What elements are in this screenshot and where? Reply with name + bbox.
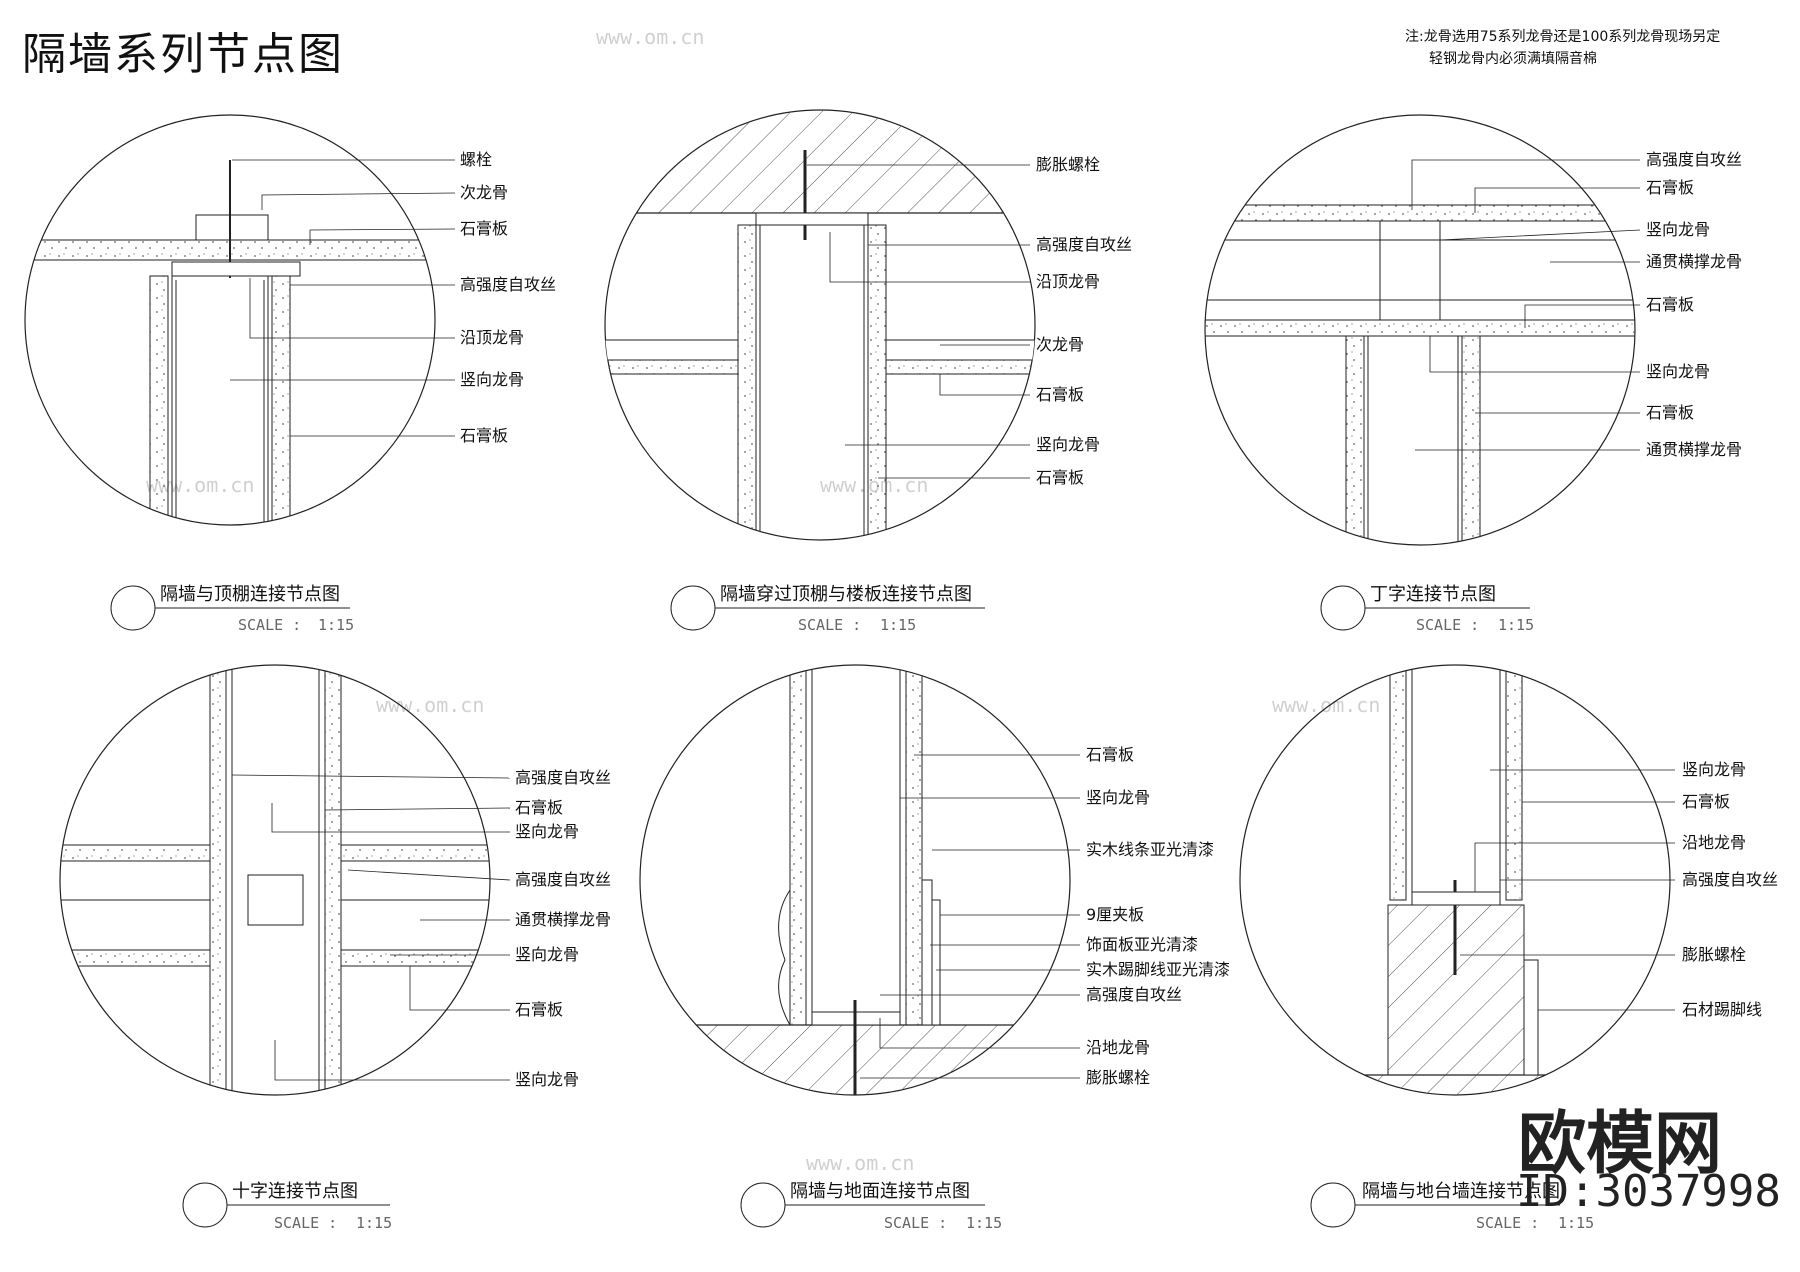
scale-value: 1:15: [966, 1214, 1002, 1232]
scale-label: SCALE :: [884, 1214, 947, 1232]
scale-value: 1:15: [880, 616, 916, 634]
callout-label: 实木线条亚光清漆: [1086, 840, 1214, 859]
callout-label: 沿地龙骨: [1086, 1038, 1150, 1057]
callout-label: 石膏板: [1646, 178, 1694, 197]
callout-label: 高强度自攻丝: [1036, 235, 1132, 254]
brand-id: ID:3037998: [1516, 1166, 1781, 1217]
callout-label: 石膏板: [515, 798, 563, 817]
scale-label: SCALE :: [238, 616, 301, 634]
callout-label: 沿顶龙骨: [460, 328, 524, 347]
callout-label: 高强度自攻丝: [515, 768, 611, 787]
callout-label: 竖向龙骨: [515, 822, 579, 841]
detail-caption: 隔墙穿过顶棚与楼板连接节点图: [720, 584, 972, 605]
detail-caption: 隔墙与地台墙连接节点图: [1362, 1181, 1560, 1202]
scale-value: 1:15: [356, 1214, 392, 1232]
callout-label: 石膏板: [1086, 745, 1134, 764]
callout-label: 石膏板: [460, 426, 508, 445]
callout-label: 石膏板: [460, 219, 508, 238]
callout-label: 次龙骨: [1036, 335, 1084, 354]
detail-ceiling-connection: 螺栓 次龙骨 石膏板 高强度自攻丝 沿顶龙骨 竖向龙骨 石膏板 隔墙与顶棚连接节…: [24, 114, 556, 634]
general-note: 注:龙骨选用75系列龙骨还是100系列龙骨现场另定 轻钢龙骨内必须满填隔音棉: [1405, 26, 1720, 70]
scale-value: 1:15: [1558, 1214, 1594, 1232]
note-line-2: 轻钢龙骨内必须满填隔音棉: [1429, 51, 1597, 67]
callout-label: 通贯横撑龙骨: [1646, 440, 1742, 459]
detail-caption: 丁字连接节点图: [1370, 584, 1496, 605]
callout-label: 膨胀螺栓: [1682, 945, 1746, 964]
callout-label: 高强度自攻丝: [515, 870, 611, 889]
callout-label: 竖向龙骨: [460, 370, 524, 389]
callout-label: 石膏板: [1646, 295, 1694, 314]
callout-label: 次龙骨: [460, 183, 508, 202]
callout-label: 高强度自攻丝: [1646, 150, 1742, 169]
brand-logo: 欧模网: [1518, 1105, 1723, 1184]
callout-label: 竖向龙骨: [515, 1070, 579, 1089]
watermark-text: www.om.cn: [596, 25, 704, 49]
callout-label: 膨胀螺栓: [1036, 155, 1100, 174]
detail-caption: 十字连接节点图: [232, 1181, 358, 1202]
callout-label: 石膏板: [1682, 792, 1730, 811]
callout-label: 竖向龙骨: [515, 945, 579, 964]
callout-label: 通贯横撑龙骨: [515, 910, 611, 929]
detail-floor-connection: 石膏板 竖向龙骨 实木线条亚光清漆 9厘夹板 饰面板亚光清漆 实木踢脚线亚光清漆…: [639, 664, 1230, 1232]
callout-label: 9厘夹板: [1086, 905, 1144, 924]
callout-label: 石材踢脚线: [1682, 1000, 1762, 1019]
detail-caption: 隔墙与地面连接节点图: [790, 1181, 970, 1202]
callout-label: 膨胀螺栓: [1086, 1068, 1150, 1087]
callout-label: 竖向龙骨: [1646, 220, 1710, 239]
callout-label: 石膏板: [1036, 468, 1084, 487]
scale-label: SCALE :: [1416, 616, 1479, 634]
callout-label: 石膏板: [515, 1000, 563, 1019]
callout-label: 石膏板: [1036, 385, 1084, 404]
detail-through-ceiling-slab: 膨胀螺栓 高强度自攻丝 沿顶龙骨 次龙骨 石膏板 竖向龙骨 石膏板 隔墙穿过顶棚…: [604, 109, 1132, 634]
callout-label: 高强度自攻丝: [1682, 870, 1778, 889]
scale-label: SCALE :: [1476, 1214, 1539, 1232]
callout-label: 竖向龙骨: [1682, 760, 1746, 779]
callout-label: 高强度自攻丝: [1086, 985, 1182, 1004]
callout-label: 石膏板: [1646, 403, 1694, 422]
callout-label: 竖向龙骨: [1036, 435, 1100, 454]
note-line-1: 注:龙骨选用75系列龙骨还是100系列龙骨现场另定: [1405, 29, 1721, 45]
scale-value: 1:15: [1498, 616, 1534, 634]
callout-label: 竖向龙骨: [1086, 788, 1150, 807]
callout-label: 竖向龙骨: [1646, 362, 1710, 381]
watermark-text: www.om.cn: [1272, 693, 1380, 717]
detail-platform-wall-connection: 竖向龙骨 石膏板 沿地龙骨 高强度自攻丝 膨胀螺栓 石材踢脚线 隔墙与地台墙连接…: [1239, 664, 1778, 1232]
callout-label: 高强度自攻丝: [460, 275, 556, 294]
detail-caption: 隔墙与顶棚连接节点图: [160, 584, 340, 605]
scale-value: 1:15: [318, 616, 354, 634]
watermark-text: www.om.cn: [806, 1151, 914, 1175]
scale-label: SCALE :: [274, 1214, 337, 1232]
callout-label: 饰面板亚光清漆: [1086, 935, 1198, 954]
watermark-text: www.om.cn: [376, 693, 484, 717]
detail-t-junction: 高强度自攻丝 石膏板 竖向龙骨 通贯横撑龙骨 石膏板 竖向龙骨 石膏板 通贯横撑…: [1204, 114, 1742, 634]
callout-label: 螺栓: [460, 150, 492, 169]
callout-label: 沿地龙骨: [1682, 833, 1746, 852]
detail-cross-junction: 高强度自攻丝 石膏板 竖向龙骨 高强度自攻丝 通贯横撑龙骨 竖向龙骨 石膏板 竖…: [59, 664, 611, 1232]
callout-label: 实木踢脚线亚光清漆: [1086, 960, 1230, 979]
callout-label: 沿顶龙骨: [1036, 272, 1100, 291]
sheet-title: 隔墙系列节点图: [22, 29, 344, 80]
scale-label: SCALE :: [798, 616, 861, 634]
callout-label: 通贯横撑龙骨: [1646, 252, 1742, 271]
